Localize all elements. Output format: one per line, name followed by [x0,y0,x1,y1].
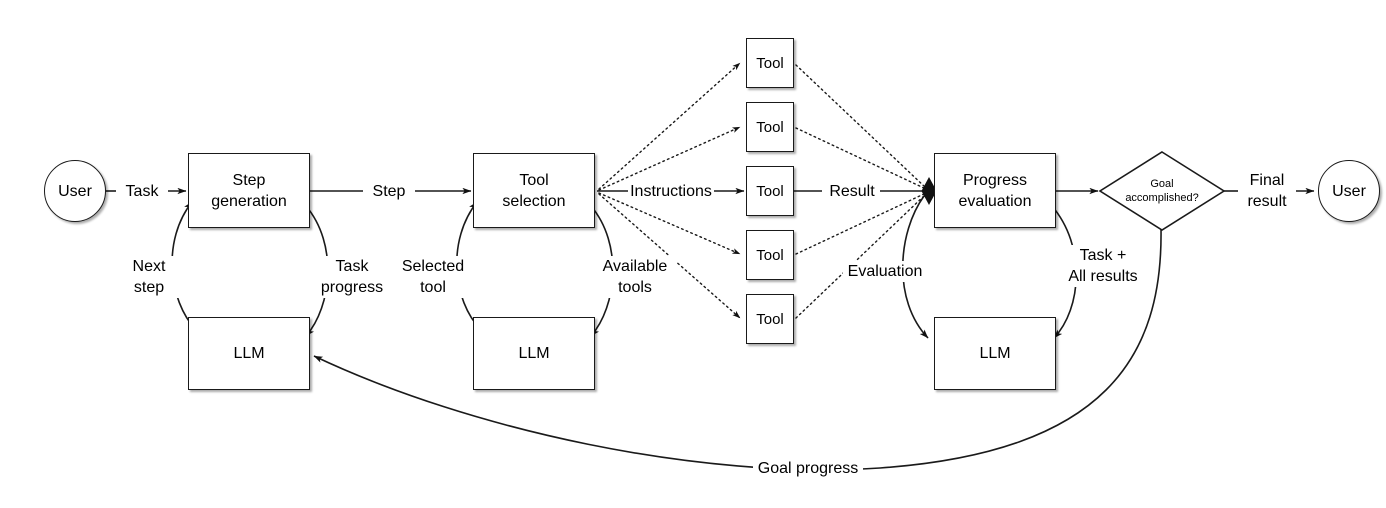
edge-tool5-hub [795,193,927,319]
line-2: progress [320,279,384,296]
node-tool-selection-label: Tool selection [502,170,565,212]
line-2: tools [618,279,652,296]
edge-label-available-tools: Available tools [594,256,676,298]
node-user-output[interactable]: User [1318,160,1380,222]
node-tool-1-label: Tool [756,54,784,72]
junction-marker [921,176,937,206]
line-1: Task + [1079,247,1127,264]
node-user-input[interactable]: User [44,160,106,222]
edge-label-final-result: Final result [1238,170,1296,212]
node-step-generation[interactable]: Step generation [188,153,310,228]
node-tool-5[interactable]: Tool [746,294,794,344]
edge-tool4-hub [795,192,927,255]
edge-label-result: Result [825,181,879,202]
node-tool-3-label: Tool [756,182,784,200]
edge-label-task-progress: Task progress [312,256,392,298]
edge-toolsel-tool4 [598,192,741,255]
edge-label-evaluation: Evaluation [843,261,927,282]
node-tool-selection[interactable]: Tool selection [473,153,595,228]
node-decision-label: Goal accomplished? [1098,150,1226,232]
node-tool-2-label: Tool [756,118,784,136]
edge-label-task-all-results: Task + All results [1056,245,1150,287]
node-progress-evaluation[interactable]: Progress evaluation [934,153,1056,228]
line-1: Next [132,258,166,275]
line-1: Task [335,258,369,275]
node-progress-evaluation-label: Progress evaluation [959,170,1032,212]
line-2: evaluation [958,192,1032,210]
line-2: selection [502,192,566,210]
node-tool-4-label: Tool [756,246,784,264]
edge-tool1-hub [795,64,927,189]
line-1: Tool [519,171,549,189]
node-tool-2[interactable]: Tool [746,102,794,152]
node-llm-progress-evaluation[interactable]: LLM [934,317,1056,390]
edge-toolsel-tool5 [598,193,741,319]
edge-toolsel-tool1 [598,62,741,190]
edge-label-instructions: Instructions [628,181,714,202]
node-user-output-label: User [1332,182,1366,200]
edge-tool2-hub [795,127,927,190]
edge-label-selected-tool: Selected tool [393,256,473,298]
node-llm-tool-selection[interactable]: LLM [473,317,595,390]
node-llm-tool-selection-label: LLM [518,345,550,362]
line-2: tool [420,279,446,296]
line-1: Available [602,258,668,275]
line-2: result [1247,193,1287,210]
line-1: Final [1249,172,1285,189]
line-1: Selected [401,258,465,275]
line-1: Goal [1150,178,1174,190]
node-llm-progress-evaluation-label: LLM [979,345,1011,362]
node-tool-3[interactable]: Tool [746,166,794,216]
node-llm-step-generation-label: LLM [233,345,265,362]
node-tool-1[interactable]: Tool [746,38,794,88]
edge-toolsel-tool2 [598,126,741,191]
edge-label-task: Task [118,181,166,202]
edge-label-next-step: Next step [116,256,182,298]
line-2: All results [1068,268,1138,285]
node-tool-4[interactable]: Tool [746,230,794,280]
line-2: generation [211,192,287,210]
edge-goal-progress [313,227,1162,471]
line-2: accomplished? [1125,192,1199,204]
edge-label-goal-progress: Goal progress [753,458,863,479]
node-tool-5-label: Tool [756,310,784,328]
node-step-generation-label: Step generation [211,170,287,212]
node-decision-goal-accomplished[interactable] [1098,150,1226,232]
line-2: step [133,279,165,296]
node-user-input-label: User [58,182,92,200]
line-1: Progress [962,171,1027,189]
edge-label-step: Step [363,181,415,202]
line-1: Step [232,171,266,189]
node-llm-step-generation[interactable]: LLM [188,317,310,390]
